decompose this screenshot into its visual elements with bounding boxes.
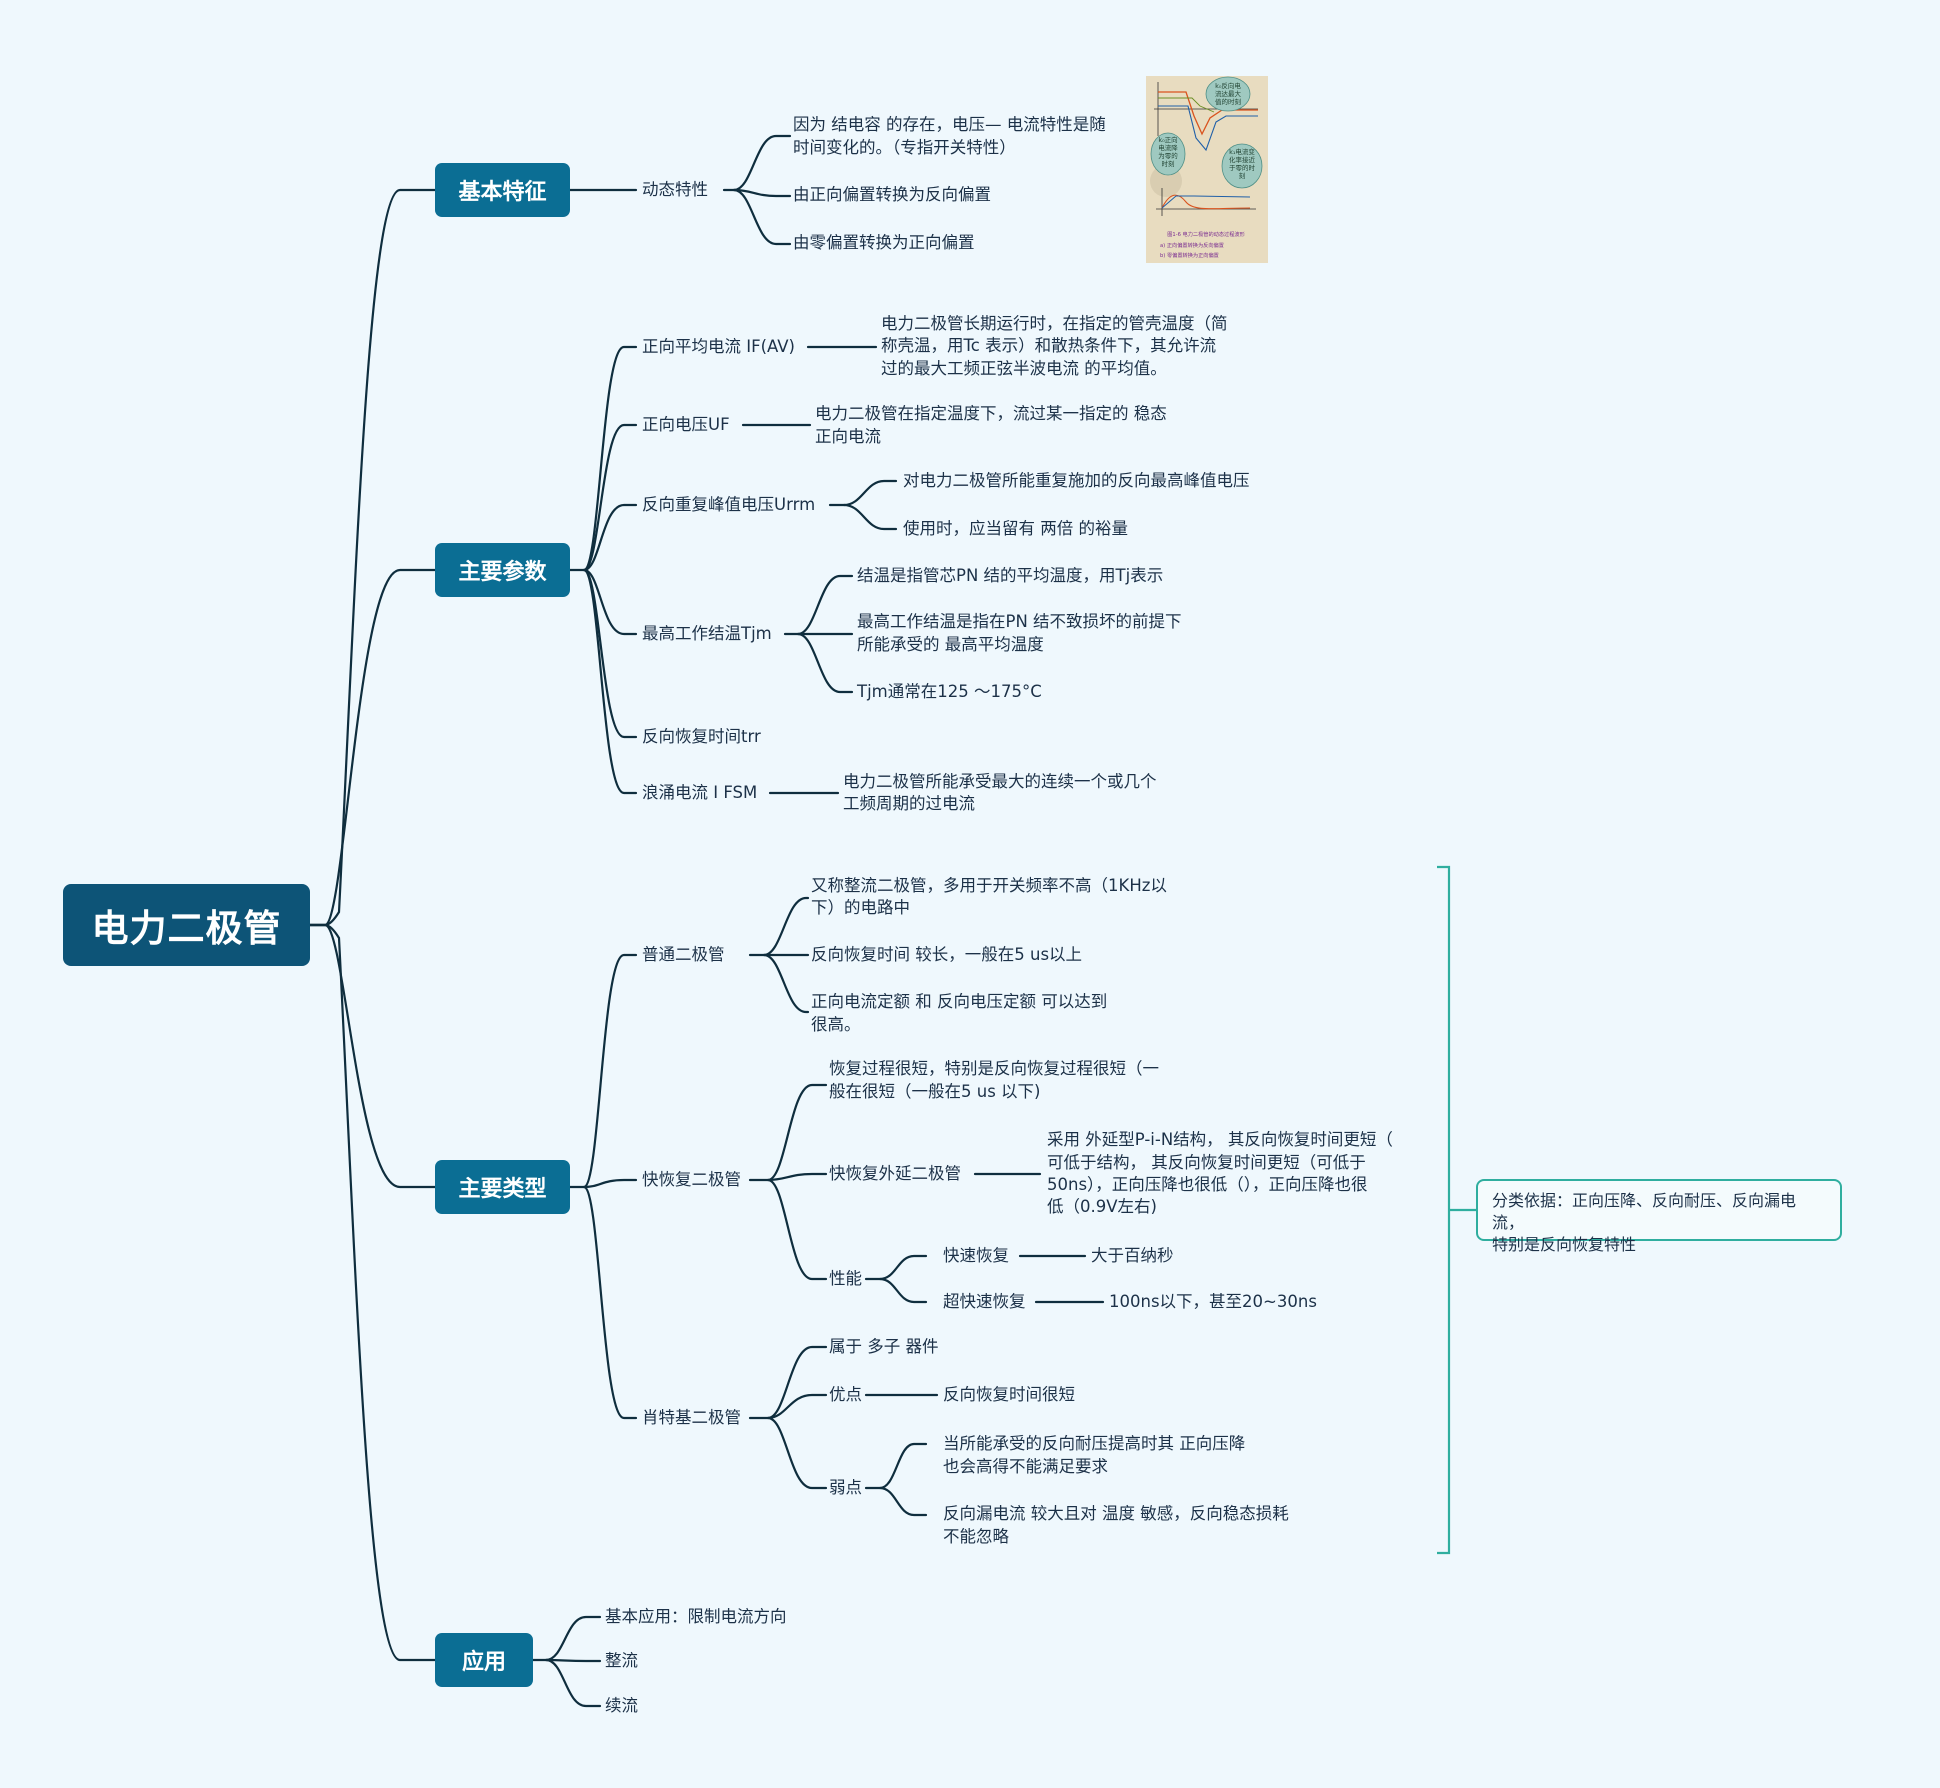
bubble-2-line1: k₀正向 — [1158, 135, 1177, 144]
waveform-image[interactable]: k₀反向电 流达最大 值的时刻 k₀正向 电流降 为零的 时刻 k₁电流变 化率… — [1146, 76, 1268, 263]
node-surge-current[interactable]: 浪涌电流 I FSM — [642, 783, 758, 802]
node-advantage-value[interactable]: 反向恢复时间很短 — [943, 1385, 1075, 1404]
node-p1-line3: 过的最大工频正弦半波电流 的平均值。 — [881, 359, 1167, 378]
node-p3b[interactable]: 使用时，应当留有 两倍 的裕量 — [903, 519, 1128, 538]
node-main-params[interactable]: 主要参数 — [435, 543, 570, 597]
node-majority-carrier[interactable]: 属于 多子 器件 — [829, 1337, 939, 1356]
node-t1c-line2: 很高。 — [811, 1015, 861, 1034]
node-t3c1-line2: 也会高得不能满足要求 — [943, 1457, 1108, 1476]
bubble-2-line4: 时刻 — [1162, 159, 1175, 168]
node-p3a[interactable]: 对电力二极管所能重复施加的反向最高峰值电压 — [903, 471, 1250, 490]
node-advantage[interactable]: 优点 — [829, 1385, 862, 1404]
node-dynamic-desc-line2: 时间变化的。（专指开关特性） — [793, 138, 1016, 157]
node-t3c1-line1[interactable]: 当所能承受的反向耐压提高时其 正向压降 — [943, 1434, 1246, 1453]
node-applications[interactable]: 应用 — [435, 1633, 533, 1687]
bubble-3-line1: k₁电流变 — [1229, 147, 1255, 156]
node-p1-line1[interactable]: 电力二极管长期运行时，在指定的管壳温度（简 — [881, 314, 1228, 333]
node-p6-line1[interactable]: 电力二极管所能承受最大的连续一个或几个 — [843, 772, 1157, 791]
bubble-2-line3: 为零的 — [1158, 151, 1178, 160]
node-p4b-line1[interactable]: 最高工作结温是指在PN 结不致损坏的前提下 — [857, 612, 1182, 631]
node-fast-recovery-value[interactable]: 大于百纳秒 — [1091, 1246, 1174, 1265]
bubble-1-line3: 值的时刻 — [1215, 97, 1241, 106]
node-t2b-line1[interactable]: 采用 外延型P-i-N结构， 其反向恢复时间更短（ — [1047, 1130, 1393, 1149]
node-dynamic-desc-line1[interactable]: 因为 结电容 的存在，电压— 电流特性是随 — [793, 115, 1106, 134]
node-performance[interactable]: 性能 — [829, 1269, 862, 1288]
classification-note[interactable]: 分类依据：正向压降、反向耐压、反向漏电流， 特别是反向恢复特性 — [1476, 1179, 1842, 1254]
node-t3c2-line1[interactable]: 反向漏电流 较大且对 温度 敏感，反向稳态损耗 — [943, 1504, 1289, 1523]
figure-caption-2: a) 正向偏置转换为反向偏置 — [1160, 241, 1224, 249]
node-t1a-line1[interactable]: 又称整流二极管，多用于开关频率不高（1KHz以 — [811, 876, 1167, 895]
waveform-figure: k₀反向电 流达最大 值的时刻 k₀正向 电流降 为零的 时刻 k₁电流变 化率… — [1146, 76, 1268, 263]
node-dynamic[interactable]: 动态特性 — [642, 180, 708, 199]
node-forward-to-reverse[interactable]: 由正向偏置转换为反向偏置 — [793, 185, 991, 204]
node-t2b-line2: 可低于结构， 其反向恢复时间更短（可低于 — [1047, 1153, 1366, 1172]
node-main-types[interactable]: 主要类型 — [435, 1160, 570, 1214]
node-ultrafast-recovery-value[interactable]: 100ns以下，甚至20~30ns — [1109, 1292, 1317, 1311]
node-p4b-line2: 所能承受的 最高平均温度 — [857, 635, 1044, 654]
node-t1a-line2: 下）的电路中 — [811, 898, 910, 917]
node-schottky-diode[interactable]: 肖特基二极管 — [642, 1408, 741, 1427]
node-t2b-line4: 低（0.9V左右) — [1047, 1197, 1157, 1216]
node-fred[interactable]: 快恢复外延二极管 — [829, 1164, 961, 1183]
node-t1c-line1[interactable]: 正向电流定额 和 反向电压定额 可以达到 — [811, 992, 1108, 1011]
bubble-1-line2: 流达最大 — [1215, 89, 1242, 98]
node-weakness[interactable]: 弱点 — [829, 1478, 862, 1497]
bubble-3-line3: 于零的时 — [1229, 163, 1256, 172]
bubble-2-line2: 电流降 — [1158, 143, 1178, 152]
node-t3c2-line2: 不能忽略 — [943, 1527, 1009, 1546]
node-t1b[interactable]: 反向恢复时间 较长，一般在5 us以上 — [811, 945, 1083, 964]
node-basic-features[interactable]: 基本特征 — [435, 163, 570, 217]
node-t2a-line1[interactable]: 恢复过程很短，特别是反向恢复过程很短（一 — [829, 1059, 1159, 1078]
node-p2-line1[interactable]: 电力二极管在指定温度下，流过某一指定的 稳态 — [815, 404, 1167, 423]
node-ordinary-diode[interactable]: 普通二极管 — [642, 945, 725, 964]
node-p2-line2: 正向电流 — [815, 427, 881, 446]
node-ultrafast-recovery[interactable]: 超快速恢复 — [943, 1292, 1026, 1311]
node-fast-recovery-diode[interactable]: 快恢复二极管 — [642, 1170, 741, 1189]
node-reverse-recovery-time[interactable]: 反向恢复时间trr — [642, 727, 761, 746]
figure-caption-3: b) 零偏置转换为正向偏置 — [1160, 251, 1219, 259]
bubble-3-line4: 刻 — [1239, 171, 1246, 180]
node-t2a-line2: 般在很短（一般在5 us 以下) — [829, 1082, 1041, 1101]
node-p6-line2: 工频周期的过电流 — [843, 794, 975, 813]
node-p1-line2: 称壳温，用Tc 表示）和散热条件下，其允许流 — [881, 336, 1217, 355]
node-forward-voltage[interactable]: 正向电压UF — [642, 415, 730, 434]
figure-caption-1: 图1-6 电力二极管的动态过程波形 — [1167, 230, 1245, 238]
node-reverse-peak-voltage[interactable]: 反向重复峰值电压Urrm — [642, 495, 816, 514]
node-max-junction-temp[interactable]: 最高工作结温Tjm — [642, 624, 772, 643]
bubble-1-line1: k₀反向电 — [1215, 81, 1241, 90]
node-forward-avg-current[interactable]: 正向平均电流 IF(AV) — [642, 337, 795, 356]
node-p4c[interactable]: Tjm通常在125 ～175°C — [857, 682, 1042, 701]
node-t2b-line3: 50ns），正向压降也很低（），正向压降也很 — [1047, 1175, 1368, 1194]
node-p4a[interactable]: 结温是指管芯PN 结的平均温度，用Tj表示 — [857, 566, 1164, 585]
node-zero-to-forward[interactable]: 由零偏置转换为正向偏置 — [793, 233, 975, 252]
root-node[interactable]: 电力二极管 — [63, 884, 310, 966]
node-rectification[interactable]: 整流 — [605, 1651, 638, 1670]
node-basic-application[interactable]: 基本应用：限制电流方向 — [605, 1607, 787, 1626]
note-line1: 分类依据：正向压降、反向耐压、反向漏电流， — [1492, 1191, 1797, 1232]
bubble-3-line2: 化率接近 — [1229, 155, 1256, 164]
node-freewheeling[interactable]: 续流 — [605, 1696, 638, 1715]
note-line2: 特别是反向恢复特性 — [1492, 1235, 1637, 1254]
node-fast-recovery[interactable]: 快速恢复 — [943, 1246, 1009, 1265]
